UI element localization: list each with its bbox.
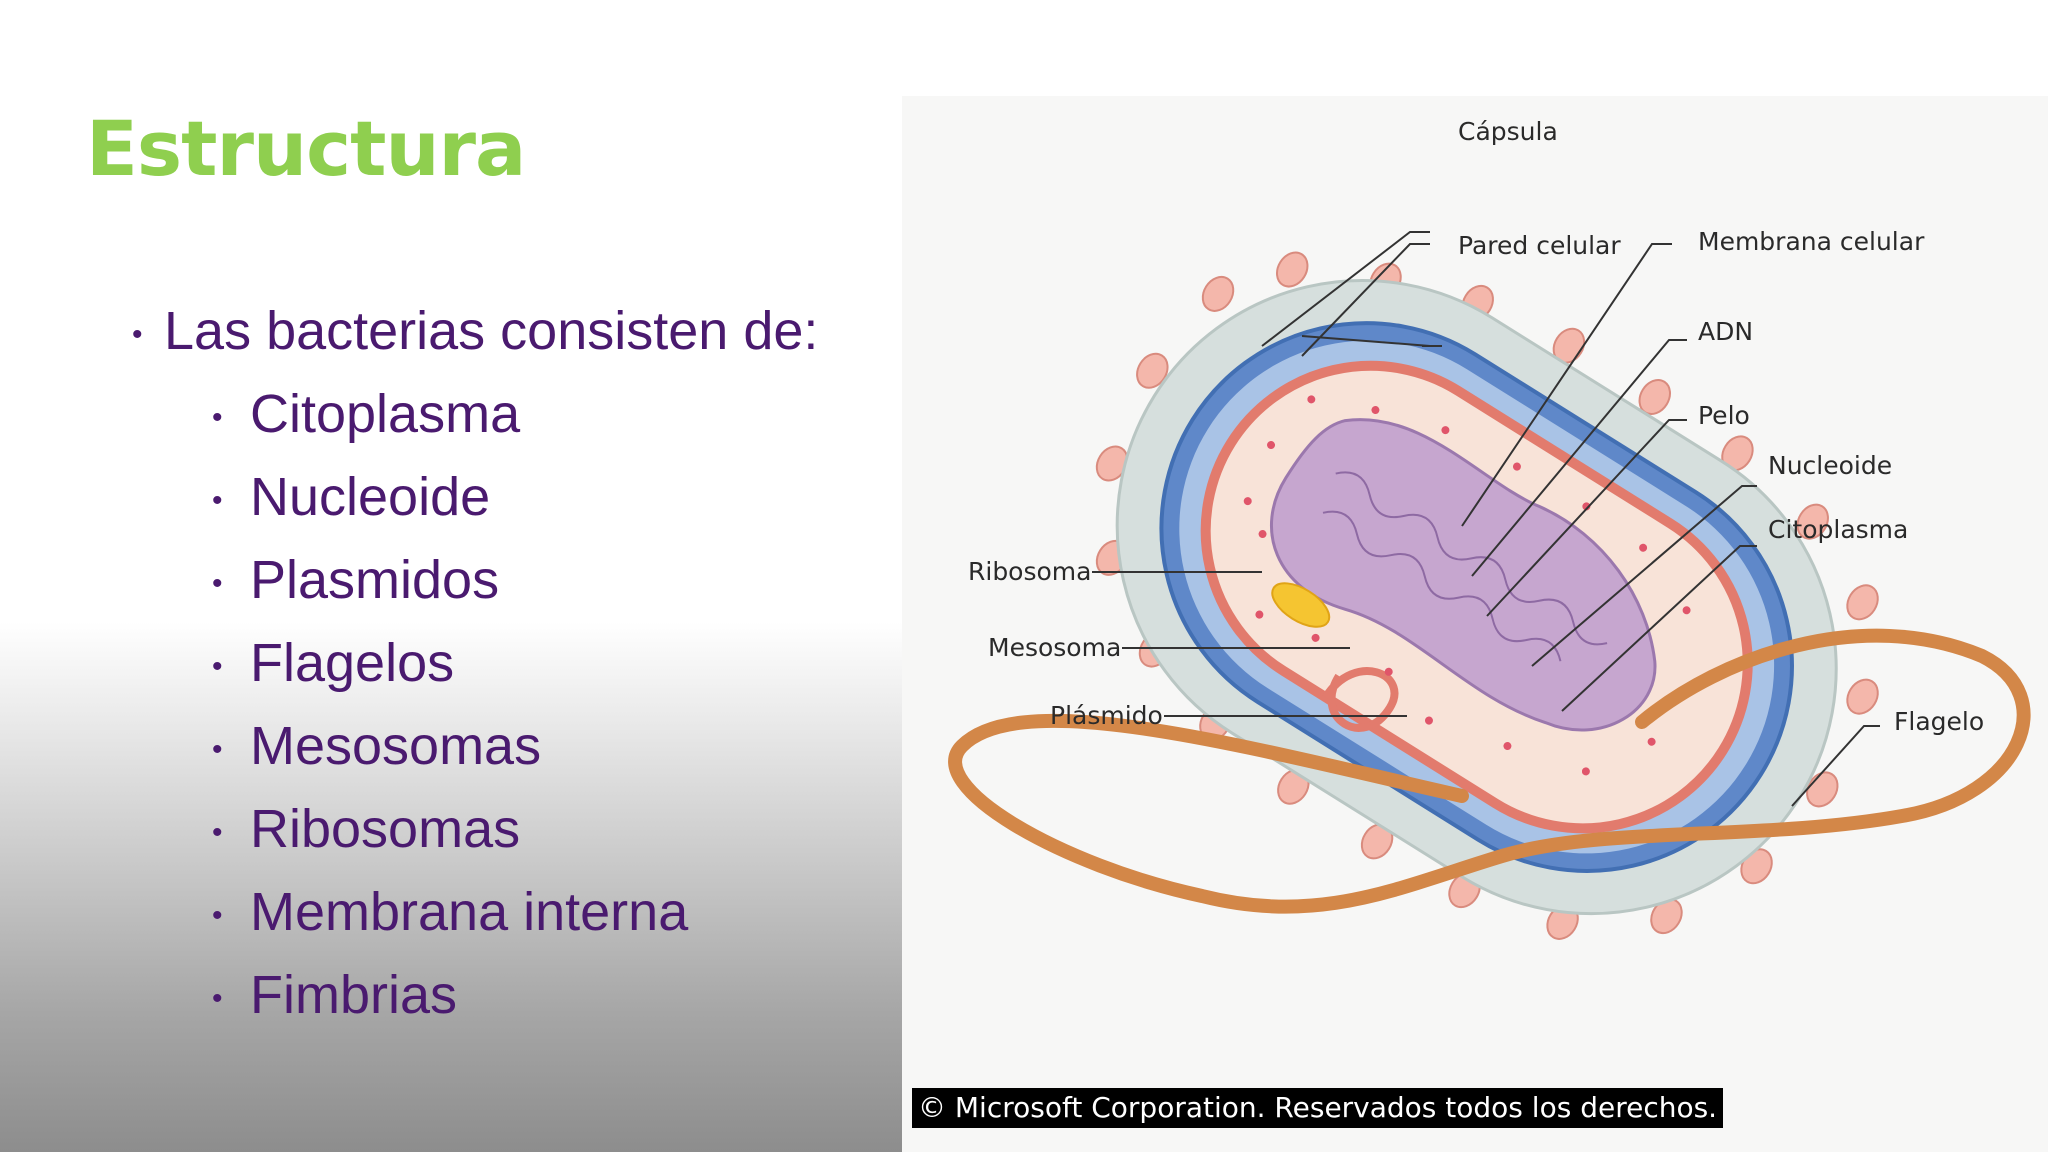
label-leader-lines: [1092, 231, 1880, 807]
bullet-dot-icon: •: [212, 401, 223, 434]
bullet-dot-icon: •: [212, 982, 223, 1015]
slide-title: Estructura: [86, 104, 526, 193]
bacteria-diagram: Cápsula Pared celular Membrana celular A…: [902, 96, 2048, 1152]
label-capsula: Cápsula: [1458, 117, 1558, 146]
flagellum-shape: [948, 628, 2031, 914]
bullet-item: • Flagelos: [132, 632, 892, 715]
mesosome-shape: [1322, 667, 1399, 732]
bacteria-illustration: Cápsula Pared celular Membrana celular A…: [948, 117, 2031, 940]
bullet-dot-icon: •: [212, 899, 223, 932]
bullet-item: • Plasmidos: [132, 549, 892, 632]
bullet-item: • Las bacterias consisten de:: [132, 300, 892, 383]
plasmid-shape: [1271, 582, 1331, 628]
bullet-text: Nucleoide: [250, 467, 491, 527]
label-citoplasma: Citoplasma: [1768, 515, 1908, 544]
bullet-text: Citoplasma: [250, 384, 521, 444]
label-pared-celular: Pared celular: [1458, 231, 1621, 260]
label-mesosoma: Mesosoma: [988, 633, 1121, 662]
label-membrana-celular: Membrana celular: [1698, 227, 1925, 256]
bullet-item: • Membrana interna: [132, 881, 892, 964]
copyright-notice: © Microsoft Corporation. Reservados todo…: [912, 1088, 1724, 1128]
label-plasmido: Plásmido: [1050, 701, 1163, 730]
dna-strands: [1322, 471, 1608, 662]
bullet-dot-icon: •: [212, 733, 223, 766]
bullet-item: • Citoplasma: [132, 383, 892, 466]
label-adn: ADN: [1698, 317, 1753, 346]
bullet-text: Flagelos: [250, 633, 455, 693]
label-nucleoide: Nucleoide: [1768, 451, 1892, 480]
bullet-item: • Nucleoide: [132, 466, 892, 549]
label-pelo: Pelo: [1698, 401, 1750, 430]
bullet-item: • Fimbrias: [132, 964, 892, 1047]
bullet-text: Plasmidos: [250, 550, 500, 610]
bullet-text: Las bacterias consisten de:: [164, 301, 819, 361]
bullet-text: Ribosomas: [250, 799, 521, 859]
bullet-dot-icon: •: [212, 484, 223, 517]
bullet-dot-icon: •: [212, 567, 223, 600]
label-flagelo: Flagelo: [1894, 707, 1984, 736]
bullet-dot-icon: •: [132, 318, 143, 351]
ribosomes-group: [1243, 395, 1707, 776]
bullet-text: Mesosomas: [250, 716, 542, 776]
bullet-item: • Mesosomas: [132, 715, 892, 798]
bullet-text: Fimbrias: [250, 965, 458, 1025]
bullet-dot-icon: •: [212, 816, 223, 849]
bullet-dot-icon: •: [212, 650, 223, 683]
bullet-text: Membrana interna: [250, 882, 689, 942]
label-ribosoma: Ribosoma: [968, 557, 1091, 586]
bullet-list: • Las bacterias consisten de: • Citoplasma…: [132, 300, 892, 1047]
bullet-item: • Ribosomas: [132, 798, 892, 881]
